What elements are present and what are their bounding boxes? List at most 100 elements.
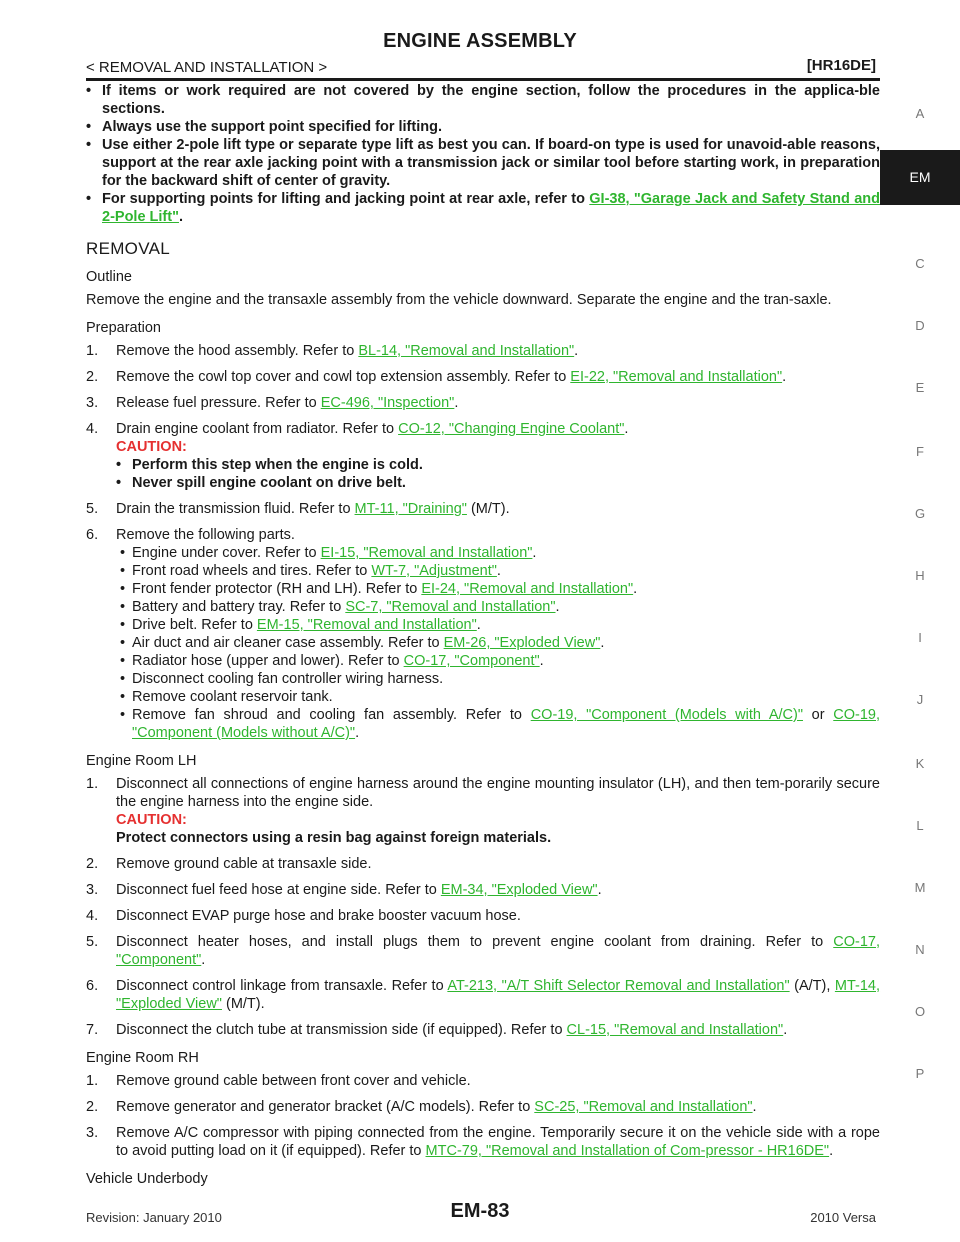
reference-link[interactable]: EC-496, "Inspection" xyxy=(320,395,455,411)
step-text: . xyxy=(624,421,629,437)
step-item: 1.Remove ground cable between front cove… xyxy=(86,1072,880,1090)
sub-item: • Remove coolant reservoir tank. xyxy=(116,688,880,706)
breadcrumb: < REMOVAL AND INSTALLATION > xyxy=(86,59,328,76)
reference-link[interactable]: SC-7, "Removal and Installation" xyxy=(345,599,556,615)
step-text: Release fuel pressure. Refer to xyxy=(116,395,321,411)
step-text: Remove fan shroud and cooling fan assemb… xyxy=(132,707,531,723)
side-index-item-g[interactable]: G xyxy=(914,506,926,521)
step-text: Disconnect cooling fan controller wiring… xyxy=(132,671,444,687)
sub-item: •Drive belt. Refer to EM-15, "Removal an… xyxy=(116,616,880,634)
side-index-item-k[interactable]: K xyxy=(915,756,925,771)
step-text: . xyxy=(633,581,638,597)
step-text: . xyxy=(783,1022,788,1038)
side-index-item-l[interactable]: L xyxy=(916,818,924,833)
reference-link[interactable]: EM-34, "Exploded View" xyxy=(440,882,598,898)
step-item: 3.Remove A/C compressor with piping conn… xyxy=(86,1124,880,1160)
step-body: Disconnect EVAP purge hose and brake boo… xyxy=(116,907,880,925)
step-text: Remove ground cable between front cover … xyxy=(116,1073,471,1089)
step-number: 3. xyxy=(86,395,99,411)
reference-link[interactable]: AT-213, "A/T Shift Selector Removal and … xyxy=(447,978,790,994)
step-text: Remove generator and generator bracket (… xyxy=(116,1099,535,1115)
reference-link[interactable]: EI-24, "Removal and Installation" xyxy=(421,581,634,597)
step-text: . xyxy=(476,617,481,633)
step-item: 4.Drain engine coolant from radiator. Re… xyxy=(86,420,880,492)
caution-label: CAUTION: xyxy=(116,439,187,455)
bullet-icon: • xyxy=(116,457,122,473)
side-index-item-o[interactable]: O xyxy=(914,1004,926,1019)
reference-link[interactable]: WT-7, "Adjustment" xyxy=(371,563,497,579)
caution-item: •Never spill engine coolant on drive bel… xyxy=(116,474,880,492)
side-index-item-d[interactable]: D xyxy=(915,318,925,333)
step-item: 2.Remove ground cable at transaxle side. xyxy=(86,855,880,873)
step-text: . xyxy=(178,209,183,225)
step-item: 1.Disconnect all connections of engine h… xyxy=(86,775,880,847)
sub-item: • Front road wheels and tires. Refer to W… xyxy=(116,562,880,580)
side-index-item-m[interactable]: M xyxy=(914,880,926,895)
main-content: •If items or work required are not cover… xyxy=(86,82,880,1193)
step-item: 4.Disconnect EVAP purge hose and brake b… xyxy=(86,907,880,925)
header-rule xyxy=(86,78,880,81)
bullet-icon: • xyxy=(120,689,126,705)
step-text: . xyxy=(829,1143,834,1159)
step-text: Always use the support point specified f… xyxy=(102,119,442,135)
side-index-item-a[interactable]: A xyxy=(915,106,925,121)
step-text: Disconnect control linkage from transaxl… xyxy=(116,978,448,994)
side-index-item-em[interactable]: EM xyxy=(880,150,960,205)
engine-room-rh-steps: 1.Remove ground cable between front cove… xyxy=(86,1072,880,1160)
reference-link[interactable]: MT-14, "Exploded View" xyxy=(116,978,881,1012)
step-number: 1. xyxy=(86,776,99,792)
reference-link[interactable]: EI-22, "Removal and Installation" xyxy=(570,369,783,385)
reference-link[interactable]: CO-12, "Changing Engine Coolant" xyxy=(398,421,625,437)
step-number: 7. xyxy=(86,1022,99,1038)
reference-link[interactable]: BL-14, "Removal and Installation" xyxy=(358,343,575,359)
subheading-vehicle-underbody: Vehicle Underbody xyxy=(86,1171,208,1187)
step-text: Battery and battery tray. Refer to xyxy=(132,599,346,615)
step-text: Remove the hood assembly. Refer to xyxy=(116,343,359,359)
sub-item: •Radiator hose (upper and lower). Refer … xyxy=(116,652,880,670)
subheading-engine-room-rh: Engine Room RH xyxy=(86,1050,199,1066)
reference-link[interactable]: SC-25, "Removal and Installation" xyxy=(534,1099,753,1115)
step-item: 6.Disconnect control linkage from transa… xyxy=(86,977,880,1013)
reference-link[interactable]: GI-38, "Garage Jack and Safety Stand and… xyxy=(102,191,880,225)
step-text: . xyxy=(201,952,206,968)
side-index-item-h[interactable]: H xyxy=(915,568,925,583)
step-number: 6. xyxy=(86,527,99,543)
side-index-item-e[interactable]: E xyxy=(915,380,925,395)
reference-link[interactable]: EM-26, "Exploded View" xyxy=(443,635,601,651)
model-code: [HR16DE] xyxy=(806,57,876,74)
caution-text: Protect connectors using a resin bag aga… xyxy=(116,830,552,846)
step-body: Drain engine coolant from radiator. Refe… xyxy=(116,420,880,492)
side-index-item-i[interactable]: I xyxy=(918,630,922,645)
reference-link[interactable]: CL-15, "Removal and Installation" xyxy=(566,1022,784,1038)
reference-link[interactable]: MTC-79, "Removal and Installation of Com… xyxy=(425,1143,830,1159)
step-text: For supporting points for lifting and ja… xyxy=(102,191,590,207)
bullet-icon: • xyxy=(86,137,92,153)
reference-link[interactable]: CO-19, "Component (Models without A/C)" xyxy=(132,707,880,741)
side-index-item-c[interactable]: C xyxy=(915,256,925,271)
reference-link[interactable]: CO-19, "Component (Models with A/C)" xyxy=(530,707,803,723)
reference-link[interactable]: EM-15, "Removal and Installation" xyxy=(256,617,477,633)
reference-link[interactable]: EI-15, "Removal and Installation" xyxy=(320,545,533,561)
reference-link[interactable]: CO-17, "Component" xyxy=(403,653,540,669)
reference-link[interactable]: CO-17, "Component" xyxy=(116,934,880,968)
bullet-item: •For supporting points for lifting and j… xyxy=(86,190,880,226)
sub-item: •Remove fan shroud and cooling fan assem… xyxy=(116,706,880,742)
step-text: Remove coolant reservoir tank. xyxy=(132,689,333,705)
bullet-icon: • xyxy=(120,563,126,579)
engine-room-lh-steps: 1.Disconnect all connections of engine h… xyxy=(86,775,880,1039)
step-text: Front road wheels and tires. Refer to xyxy=(132,563,372,579)
side-index-item-n[interactable]: N xyxy=(915,942,925,957)
step-body: Remove the cowl top cover and cowl top e… xyxy=(116,368,880,386)
step-text: . xyxy=(555,599,560,615)
page-title: ENGINE ASSEMBLY xyxy=(383,30,577,52)
side-index-item-f[interactable]: F xyxy=(916,444,924,459)
side-index-item-j[interactable]: J xyxy=(916,692,924,707)
step-number: 5. xyxy=(86,501,99,517)
side-index-item-p[interactable]: P xyxy=(915,1066,925,1081)
step-text: Remove the cowl top cover and cowl top e… xyxy=(116,369,571,385)
step-number: 2. xyxy=(86,856,99,872)
reference-link[interactable]: MT-11, "Draining" xyxy=(354,501,467,517)
step-item: 1.Remove the hood assembly. Refer to BL-… xyxy=(86,342,880,360)
step-item: 6.Remove the following parts.•Engine und… xyxy=(86,526,880,742)
bullet-item: •If items or work required are not cover… xyxy=(86,82,880,118)
